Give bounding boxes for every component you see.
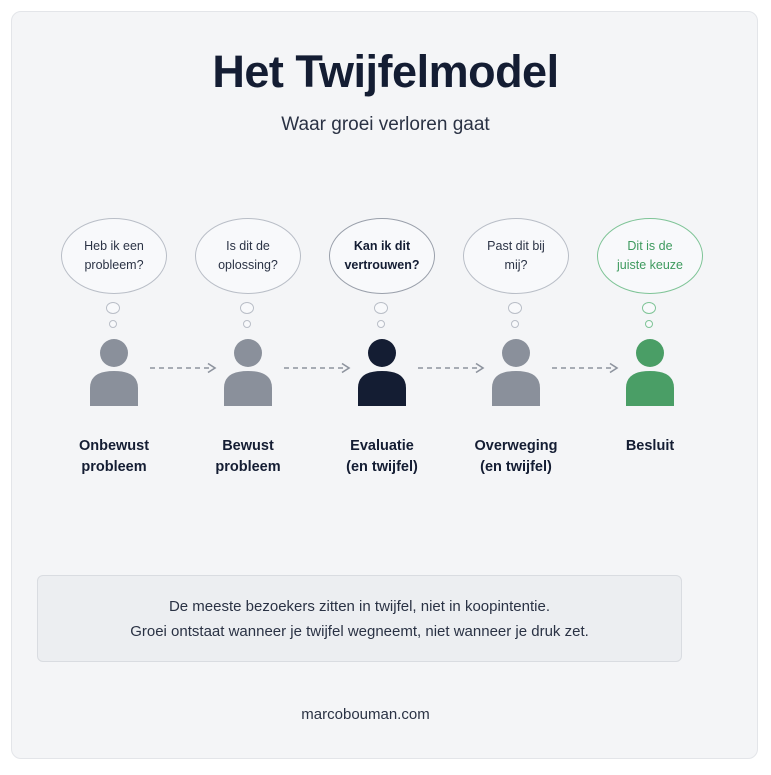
thought-dot — [645, 320, 653, 328]
thought-dot — [642, 302, 656, 314]
person-icon — [224, 339, 272, 406]
thought-dot — [511, 320, 519, 328]
person-icon — [492, 339, 540, 406]
arrow-icon — [418, 362, 485, 374]
stage-overweging: Past dit bij mij? Overweging (en twijfel… — [441, 0, 591, 480]
thought-dot — [106, 302, 120, 314]
person-icon — [358, 339, 406, 406]
stage-label: Overweging (en twijfel) — [474, 438, 558, 475]
stage-besluit: Dit is de juiste keuze Besluit — [575, 0, 725, 480]
insight-note: De meeste bezoekers zitten in twijfel, n… — [37, 575, 682, 662]
stage-bewust-probleem: Is dit de oplossing? Bewust probleem — [173, 0, 323, 480]
arrow-icon — [552, 362, 619, 374]
arrow-icon — [284, 362, 351, 374]
stage-label: Besluit — [625, 438, 675, 454]
note-line: De meeste bezoekers zitten in twijfel, n… — [168, 597, 551, 615]
footer-url: marcobouman.com — [301, 706, 430, 723]
thought-bubble: Dit is de juiste keuze — [597, 218, 703, 294]
person-icon — [626, 339, 674, 406]
person-icon — [90, 339, 138, 406]
stage-label: Evaluatie (en twijfel) — [346, 438, 418, 475]
arrow-icon — [150, 362, 217, 374]
thought-bubble: Kan ik dit vertrouwen? — [329, 218, 435, 294]
stage-onbewust-probleem: Heb ik een probleem? Onbewust probleem — [39, 0, 189, 480]
thought-bubble: Heb ik een probleem? — [61, 218, 167, 294]
thought-dot — [508, 302, 522, 314]
thought-dot — [109, 320, 117, 328]
stage-label: Bewust probleem — [215, 438, 281, 475]
thought-dot — [240, 302, 254, 314]
page-subtitle: Waar groei verloren gaat — [281, 114, 490, 135]
thought-dot — [243, 320, 251, 328]
thought-bubble: Is dit de oplossing? — [195, 218, 301, 294]
note-line: Groei ontstaat wanneer je twijfel wegnee… — [130, 622, 589, 640]
page-title: Het Twijfelmodel — [212, 46, 559, 97]
thought-dot — [374, 302, 388, 314]
stage-label: Onbewust probleem — [78, 438, 150, 475]
thought-dot — [377, 320, 385, 328]
stage-evaluatie: Kan ik dit vertrouwen? Evaluatie (en twi… — [307, 0, 457, 480]
thought-bubble: Past dit bij mij? — [463, 218, 569, 294]
